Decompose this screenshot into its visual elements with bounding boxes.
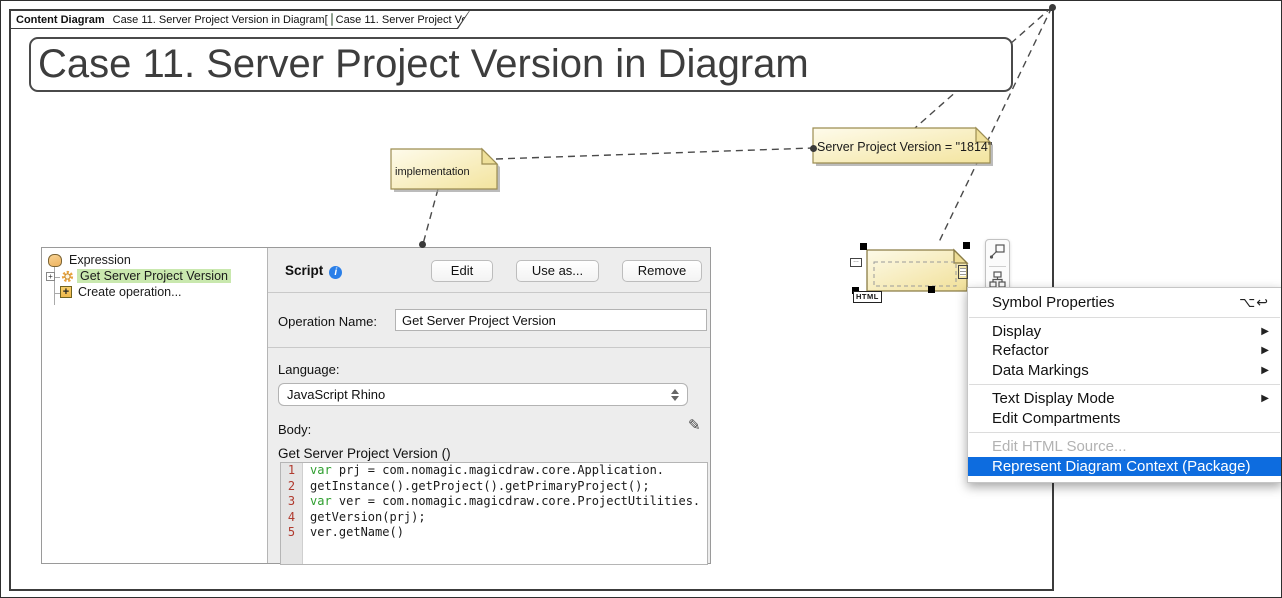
server-version-note[interactable]: Server Project Version = "1814" (812, 126, 993, 166)
menu-item-label: Edit Compartments (992, 409, 1121, 427)
server-version-note-text: Server Project Version = "1814" (817, 140, 993, 154)
line-number: 3 (287, 494, 296, 508)
menu-item-edit-compartments[interactable]: Edit Compartments (968, 409, 1281, 429)
tree-item-expression[interactable]: Expression (48, 252, 134, 268)
context-menu: Symbol Properties⌥↩Display▶Refactor▶Data… (967, 287, 1281, 483)
menu-item-symbol-properties[interactable]: Symbol Properties ⌥↩ (968, 293, 1281, 313)
frame-corner-anchor-dot (1049, 4, 1056, 11)
diagram-title-text: Case 11. Server Project Version in Diagr… (38, 42, 809, 86)
note-options-mini-button[interactable]: … (850, 258, 862, 267)
language-dropdown[interactable]: JavaScript Rhino (278, 383, 688, 406)
menu-item-text-display-mode[interactable]: Text Display Mode ▶ (968, 389, 1281, 409)
submenu-arrow-icon: ▶ (1261, 364, 1269, 376)
selection-handle-bottom-right[interactable] (928, 286, 935, 293)
html-mode-badge: HTML (853, 291, 882, 303)
expression-blob-icon (48, 253, 62, 267)
attach-pen-icon[interactable]: ✎ (688, 417, 701, 434)
submenu-arrow-icon: ▶ (1261, 393, 1269, 405)
code-line: ver.getName() (310, 525, 404, 539)
tree-item-label[interactable]: Create operation... (78, 285, 182, 299)
diagram-type-label: Content Diagram (16, 13, 105, 26)
menu-item-edit-html-source[interactable]: Edit HTML Source... (968, 437, 1281, 457)
expression-tree[interactable]: Expression + Get Server Project Version + Cr… (42, 248, 268, 563)
operation-gear-icon (61, 270, 74, 283)
menu-separator (969, 316, 1280, 318)
implementation-note[interactable]: implementation (390, 147, 500, 192)
line-number: 2 (287, 478, 296, 493)
menu-item-label: Refactor (992, 342, 1049, 360)
panel-anchor-dot (419, 241, 426, 248)
line-number: 4 (287, 509, 296, 524)
menu-item-display[interactable]: Display ▶ (968, 322, 1281, 342)
line-number: 1 (287, 463, 296, 477)
remove-button[interactable]: Remove (622, 260, 702, 282)
menu-item-label: Represent Diagram Context (Package) (992, 457, 1251, 475)
menu-separator (969, 432, 1280, 433)
dropdown-stepper-icon (671, 388, 679, 401)
diagram-frame-tab: Content Diagram Case 11. Server Project … (9, 9, 471, 29)
line-number: 5 (287, 525, 296, 539)
diagram-title-shape[interactable]: Case 11. Server Project Version in Diagr… (29, 37, 1013, 92)
code-line: getVersion(prj); (310, 509, 426, 524)
note-anchor-dot (810, 145, 817, 152)
operation-name-label: Operation Name: (278, 314, 377, 329)
selection-handle-top-left[interactable] (860, 243, 867, 250)
tree-item-create-operation[interactable]: + Create operation... (60, 284, 185, 300)
implementation-note-text: implementation (395, 166, 470, 178)
create-plus-icon: + (60, 286, 72, 298)
menu-item-label: Text Display Mode (992, 390, 1115, 408)
tree-item-label[interactable]: Expression (69, 253, 131, 267)
menu-item-data-markings[interactable]: Data Markings ▶ (968, 361, 1281, 381)
selection-handle-top-right[interactable] (963, 242, 970, 249)
code-line: var prj = com.nomagic.magicdraw.core.App… (310, 463, 665, 477)
use-as-button[interactable]: Use as... (516, 260, 599, 282)
selection-handle-bottom-left[interactable] (852, 287, 859, 294)
expression-editor-panel: Expression + Get Server Project Version + Cr… (41, 247, 711, 565)
code-lines[interactable]: var prj = com.nomagic.magicdraw.core.App… (304, 463, 707, 541)
menu-item-label: Edit HTML Source... (992, 438, 1127, 456)
language-value: JavaScript Rhino (287, 387, 386, 402)
tree-item-get-server-project-version[interactable]: + Get Server Project Version (46, 268, 231, 284)
code-line: getInstance().getProject().getPrimaryPro… (310, 478, 650, 493)
language-label: Language: (278, 362, 340, 377)
link-tool-icon[interactable] (989, 240, 1006, 264)
menu-item-label: Data Markings (992, 361, 1089, 379)
edit-button[interactable]: Edit (431, 260, 493, 282)
menu-item-label: Symbol Properties (992, 294, 1115, 312)
submenu-arrow-icon: ▶ (1261, 345, 1269, 357)
operation-signature: Get Server Project Version () (278, 446, 451, 461)
content-diagram-icon (331, 13, 333, 26)
info-icon[interactable]: i (329, 266, 343, 279)
diagram-name-label: Case 11. Server Project Version in Diagr… (112, 13, 328, 26)
submenu-arrow-icon: ▶ (1261, 325, 1269, 337)
selected-html-note[interactable] (866, 248, 969, 292)
menu-item-refactor[interactable]: Refactor ▶ (968, 341, 1281, 361)
body-label: Body: (278, 422, 312, 437)
menu-separator (969, 384, 1280, 385)
menu-item-represent-diagram-context-package[interactable]: Represent Diagram Context (Package) (968, 456, 1281, 476)
tree-expander-icon[interactable]: + (46, 271, 55, 281)
menu-item-label: Display (992, 322, 1042, 340)
note-resize-mini-button[interactable] (958, 265, 968, 279)
operation-name-field[interactable]: Get Server Project Version (395, 309, 707, 331)
tree-item-label[interactable]: Get Server Project Version (77, 269, 231, 283)
code-line: var ver = com.nomagic.magicdraw.core.Pro… (310, 494, 701, 508)
menu-shortcut: ⌥↩ (1239, 294, 1269, 311)
